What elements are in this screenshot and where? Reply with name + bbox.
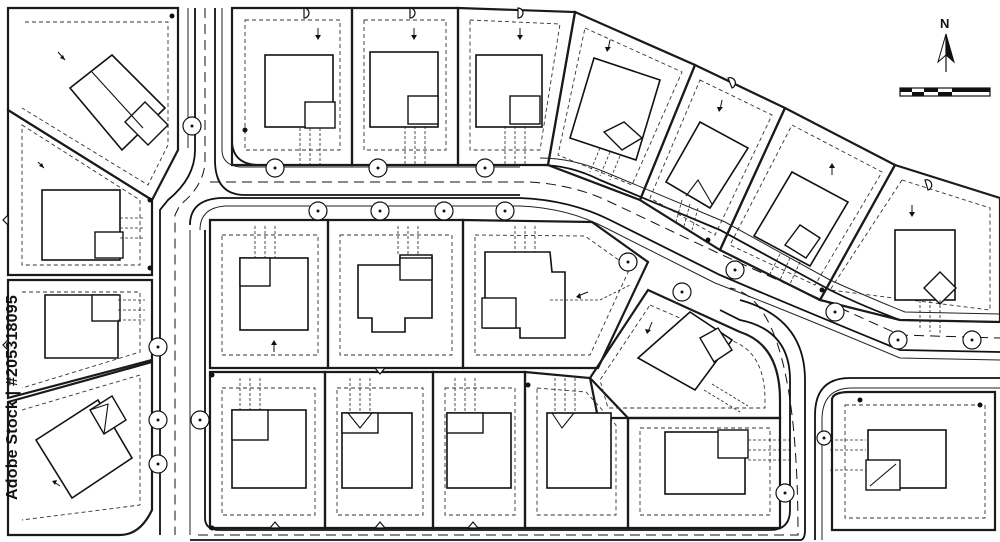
hydrant [618, 252, 638, 272]
hydrant [148, 337, 168, 357]
setback-lines [21, 19, 991, 521]
lot-boundaries [6, 6, 1000, 537]
hydrant [308, 201, 328, 221]
hydrant [190, 410, 210, 430]
hydrant [265, 158, 285, 178]
main-road-west-edge [159, 8, 196, 535]
house-inner-7 [446, 412, 512, 489]
markers [2, 7, 983, 531]
lot-west-3 [6, 278, 154, 400]
house-inner-8 [546, 412, 612, 489]
lot-arrows [37, 28, 915, 487]
lot-east-1 [830, 390, 997, 532]
east-block-road-edge [814, 377, 1000, 540]
house-west-4 [34, 395, 134, 500]
inner-loop-edge [204, 230, 791, 531]
house-inner-2 [357, 254, 433, 333]
top-street-south-edge [189, 197, 1000, 353]
utility-lines [118, 126, 941, 471]
hydrant-symbols [148, 116, 982, 503]
lot-top-7 [818, 163, 1000, 324]
hydrant [672, 282, 692, 302]
house-west-1 [68, 53, 169, 152]
hydrant [962, 330, 982, 350]
house-top-6 [752, 170, 850, 268]
houses [34, 51, 957, 500]
house-inner-1 [239, 257, 309, 331]
north-arrow-label: N [940, 16, 949, 31]
hydrant [368, 158, 388, 178]
hydrant [434, 201, 454, 221]
bottom-street-edge [190, 299, 806, 541]
hydrant [825, 302, 845, 322]
roads [159, 8, 1000, 541]
house-top-1 [264, 54, 336, 129]
main-road-centerline [174, 8, 206, 535]
hydrant [475, 158, 495, 178]
house-top-7 [894, 229, 957, 305]
top-street-centerline [210, 181, 1000, 339]
lot-inner-3 [461, 218, 650, 370]
house-inner-3 [481, 251, 566, 339]
top-street-north-edge [231, 8, 1000, 323]
hydrant [725, 260, 745, 280]
hydrant [182, 116, 202, 136]
house-top-3 [475, 54, 543, 128]
house-west-2 [41, 189, 124, 261]
house-inner-5 [231, 409, 307, 489]
house-inner-6 [341, 412, 413, 489]
house-top-5 [664, 120, 750, 210]
watermark-text: Adobe Stock | #205318095 [4, 295, 21, 500]
hydrant [148, 410, 168, 430]
house-west-3 [44, 294, 121, 359]
lot-west-4 [6, 360, 154, 537]
hydrant [370, 201, 390, 221]
north-arrow: N [937, 16, 955, 72]
hydrant [888, 330, 908, 350]
lot-inner-9 [626, 416, 782, 530]
house-east-1 [865, 429, 947, 491]
house-inner-4 [636, 310, 734, 392]
scale-bar [899, 87, 991, 97]
hydrant [495, 201, 515, 221]
hydrant [775, 483, 795, 503]
main-road-east-edge [214, 8, 520, 196]
house-top-4 [569, 56, 661, 162]
house-inner-9 [664, 429, 749, 495]
hydrant [816, 430, 832, 446]
hydrant [148, 454, 168, 474]
lot-west-1 [6, 6, 180, 202]
house-top-2 [369, 51, 439, 128]
